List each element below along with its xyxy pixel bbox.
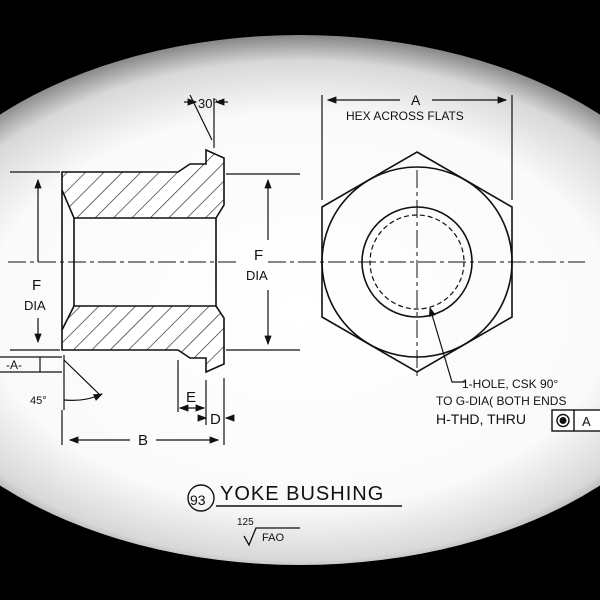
- surface-finish-symbol: [243, 527, 300, 547]
- datum-label: -A-: [6, 358, 22, 372]
- chamfer-angle-label: 30°: [198, 96, 218, 111]
- hex-across-flats-label: HEX ACROSS FLATS: [346, 109, 464, 123]
- feature-control-frame: [551, 409, 600, 432]
- length-dimensions: [61, 360, 235, 445]
- length-e-label: E: [186, 389, 196, 406]
- hex-letter-label: A: [411, 92, 421, 108]
- datum-box: [0, 356, 62, 373]
- hole-note-line3: H-THD, THRU: [436, 411, 526, 427]
- surface-finish-value: 125: [237, 517, 254, 528]
- paper-vignette: [0, 35, 600, 565]
- chamfer-angle-dimension: [184, 94, 228, 148]
- dia-label-left: DIA: [24, 298, 46, 313]
- f-letter-left: F: [32, 277, 41, 294]
- hole-note-line2: TO G-DIA( BOTH ENDS: [436, 394, 566, 408]
- part-name-title: YOKE BUSHING: [220, 483, 384, 505]
- length-d-label: D: [210, 411, 221, 428]
- length-b-label: B: [138, 432, 148, 449]
- concentricity-icon: [559, 417, 567, 425]
- frame-datum-label: A: [582, 414, 591, 429]
- section-view: [8, 148, 240, 374]
- f-dia-right-dimension: [226, 173, 300, 351]
- surface-finish-text: FAO: [262, 532, 284, 544]
- hole-note-line1: 1-HOLE, CSK 90°: [462, 377, 558, 391]
- hex-end-view: [268, 151, 585, 380]
- hex-across-flats-dimension: [321, 95, 513, 200]
- hole-note-leader: [428, 306, 466, 383]
- dia-label-right: DIA: [246, 268, 268, 283]
- f-dia-left-dimension: [10, 171, 60, 351]
- countersink-angle-label: 45°: [30, 395, 47, 407]
- part-number: 93: [190, 492, 206, 508]
- f-letter-right: F: [254, 247, 263, 264]
- part-number-balloon: [187, 484, 215, 512]
- countersink-angle-dimension: [63, 355, 104, 410]
